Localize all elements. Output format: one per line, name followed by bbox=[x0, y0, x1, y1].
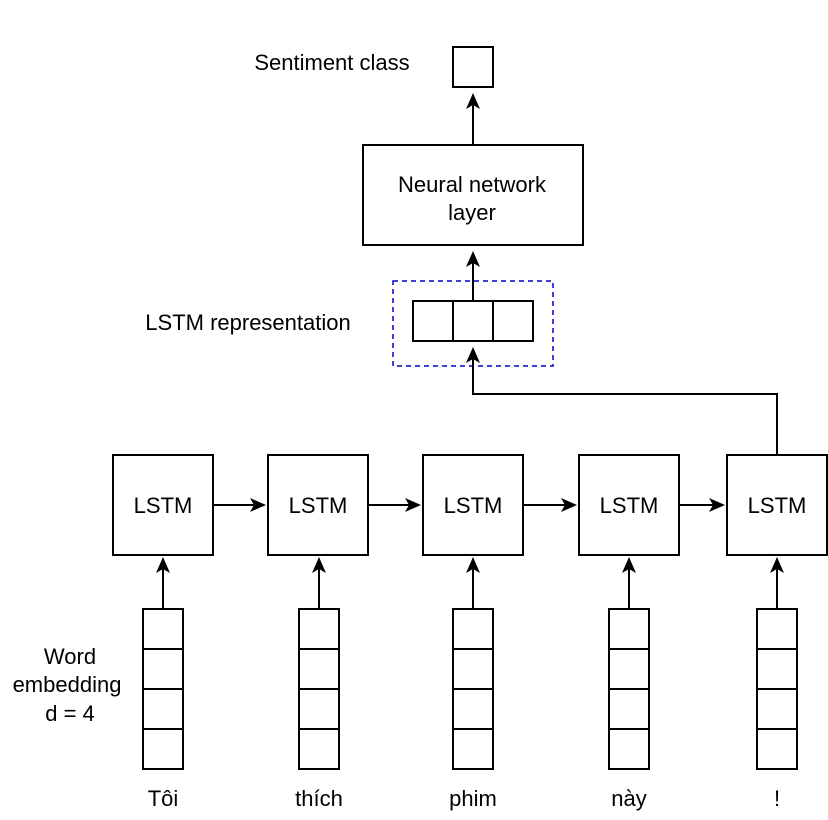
embedding-cell bbox=[608, 728, 650, 770]
sentiment-class-label: Sentiment class bbox=[254, 50, 409, 75]
embedding-cell bbox=[756, 688, 798, 730]
embedding-cell bbox=[142, 608, 184, 650]
embedding-cell bbox=[608, 648, 650, 690]
embedding-cell bbox=[298, 608, 340, 650]
word-token: ! bbox=[774, 786, 780, 811]
embedding-cell bbox=[298, 648, 340, 690]
token-columns: LSTM Tôi LSTM thích LSTM phim LSTM này LSTM! bbox=[112, 454, 828, 811]
lstm-cell-label: LSTM bbox=[748, 493, 807, 518]
edge-last-lstm-to-representation bbox=[472, 358, 778, 455]
word-token: thích bbox=[295, 786, 343, 811]
embedding-cell bbox=[756, 648, 798, 690]
embedding-cell bbox=[452, 688, 494, 730]
arrow-head bbox=[622, 557, 636, 573]
representation-cell bbox=[412, 300, 454, 342]
lstm-cell-label: LSTM bbox=[134, 493, 193, 518]
word-embedding-label-line2: embedding bbox=[13, 672, 122, 697]
arrow-head bbox=[709, 498, 725, 512]
arrow-head bbox=[466, 347, 480, 363]
embedding-cell bbox=[298, 728, 340, 770]
arrow-head bbox=[466, 557, 480, 573]
arrow-head bbox=[312, 557, 326, 573]
lstm-representation-label: LSTM representation bbox=[145, 310, 350, 335]
embedding-cell bbox=[452, 608, 494, 650]
embedding-cell bbox=[608, 688, 650, 730]
arrow-head bbox=[250, 498, 266, 512]
arrow-head bbox=[466, 93, 480, 109]
neural-network-label-line1: Neural network bbox=[398, 172, 547, 197]
embedding-cell bbox=[608, 608, 650, 650]
arrow-head bbox=[561, 498, 577, 512]
embedding-cell bbox=[756, 608, 798, 650]
arrow-head bbox=[156, 557, 170, 573]
lstm-cell-label: LSTM bbox=[289, 493, 348, 518]
sentiment-class-box bbox=[452, 46, 494, 88]
embedding-cell bbox=[756, 728, 798, 770]
embedding-cell bbox=[142, 648, 184, 690]
arrow-head bbox=[405, 498, 421, 512]
word-token: này bbox=[611, 786, 646, 811]
embedding-cell bbox=[452, 728, 494, 770]
word-token: phim bbox=[449, 786, 497, 811]
embedding-cell bbox=[142, 688, 184, 730]
embedding-cell bbox=[298, 688, 340, 730]
lstm-cell-label: LSTM bbox=[600, 493, 659, 518]
word-embedding-label-line1: Word bbox=[44, 644, 96, 669]
representation-cell bbox=[452, 300, 494, 342]
neural-network-layer-box bbox=[362, 144, 584, 246]
lstm-cell-label: LSTM bbox=[444, 493, 503, 518]
representation-cell bbox=[492, 300, 534, 342]
word-embedding-label-line3: d = 4 bbox=[45, 701, 95, 726]
embedding-cell bbox=[452, 648, 494, 690]
lstm-cell-box bbox=[578, 454, 680, 556]
arrow-head bbox=[466, 251, 480, 267]
word-token: Tôi bbox=[148, 786, 179, 811]
embedding-cell bbox=[142, 728, 184, 770]
lstm-cell-box bbox=[726, 454, 828, 556]
neural-network-label-line2: layer bbox=[448, 200, 496, 225]
arrow-head bbox=[770, 557, 784, 573]
